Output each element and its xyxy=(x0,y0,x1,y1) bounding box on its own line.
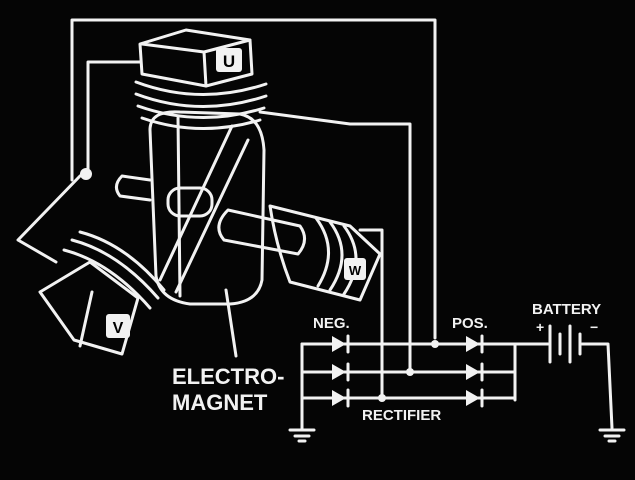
rotor-diag-1 xyxy=(158,124,234,282)
shaft-center xyxy=(166,186,214,218)
label-rectifier: RECTIFIER xyxy=(362,407,441,424)
label-battery: BATTERY xyxy=(532,301,601,318)
label-electromagnet-2: MAGNET xyxy=(172,390,268,415)
label-neg: NEG. xyxy=(313,315,350,332)
rotor-ridge xyxy=(176,116,182,298)
coil-w-body xyxy=(268,204,382,302)
diode-neg-2 xyxy=(332,362,350,382)
coil-u-winding-2 xyxy=(134,92,268,108)
label-electromagnet-1: ELECTRO- xyxy=(172,364,284,389)
diode-pos-1 xyxy=(466,334,484,354)
rotor-diag-2 xyxy=(174,138,250,294)
battery-lead-right xyxy=(580,342,614,430)
wire-u-lead xyxy=(258,110,412,376)
coil-v-edge xyxy=(78,290,94,348)
electromagnet-pointer xyxy=(224,288,238,358)
wire-v-lead xyxy=(16,174,82,264)
ground-left-icon xyxy=(288,422,316,443)
rect-node-3 xyxy=(378,394,386,402)
label-battery-plus: + xyxy=(536,319,544,335)
coil-u-edge xyxy=(202,50,208,88)
battery xyxy=(513,324,626,443)
coil-v-label: V xyxy=(113,320,124,337)
ground-right-icon xyxy=(598,428,626,443)
label-pos: POS. xyxy=(452,315,488,332)
diode-pos-2 xyxy=(466,362,484,382)
coil-w-label: W xyxy=(349,263,362,278)
coil-v-winding-2 xyxy=(70,238,160,300)
coil-u-label: U xyxy=(223,52,235,71)
coil-u-edge-top xyxy=(140,42,206,54)
diode-pos-3 xyxy=(466,388,484,408)
coil-v-winding-1 xyxy=(62,248,152,310)
coil-w-winding-2 xyxy=(328,220,344,292)
wire-left-loop xyxy=(86,60,142,174)
coil-u-winding-4 xyxy=(140,116,262,130)
shaft-left xyxy=(115,174,152,202)
diode-neg-3 xyxy=(332,388,350,408)
shaft-right xyxy=(217,208,306,256)
coil-v-winding-3 xyxy=(78,230,166,292)
rectifier-bridge xyxy=(288,334,517,443)
coil-u-edge-top2 xyxy=(202,38,252,54)
coil-w-label-bg xyxy=(344,258,366,280)
coil-u-cap xyxy=(138,28,254,88)
wire-w-lead xyxy=(358,228,384,400)
coil-u-winding-1 xyxy=(134,80,268,96)
junction-node xyxy=(80,168,92,180)
rect-node-2 xyxy=(406,368,414,376)
coil-u-winding-3 xyxy=(136,104,266,119)
coil-u: U xyxy=(134,28,268,130)
diode-neg-1 xyxy=(332,334,350,354)
coil-v-label-bg xyxy=(106,314,130,338)
coil-w: W xyxy=(268,204,382,302)
wiring xyxy=(16,18,437,400)
electromagnet xyxy=(115,110,306,358)
wire-top-rail xyxy=(70,18,437,340)
coil-w-winding-1 xyxy=(314,216,330,288)
coil-v: V xyxy=(38,230,166,356)
label-battery-minus: − xyxy=(590,319,598,335)
coil-u-label-bg xyxy=(216,48,242,72)
rotor-body xyxy=(148,110,266,306)
rect-node-1 xyxy=(431,340,439,348)
